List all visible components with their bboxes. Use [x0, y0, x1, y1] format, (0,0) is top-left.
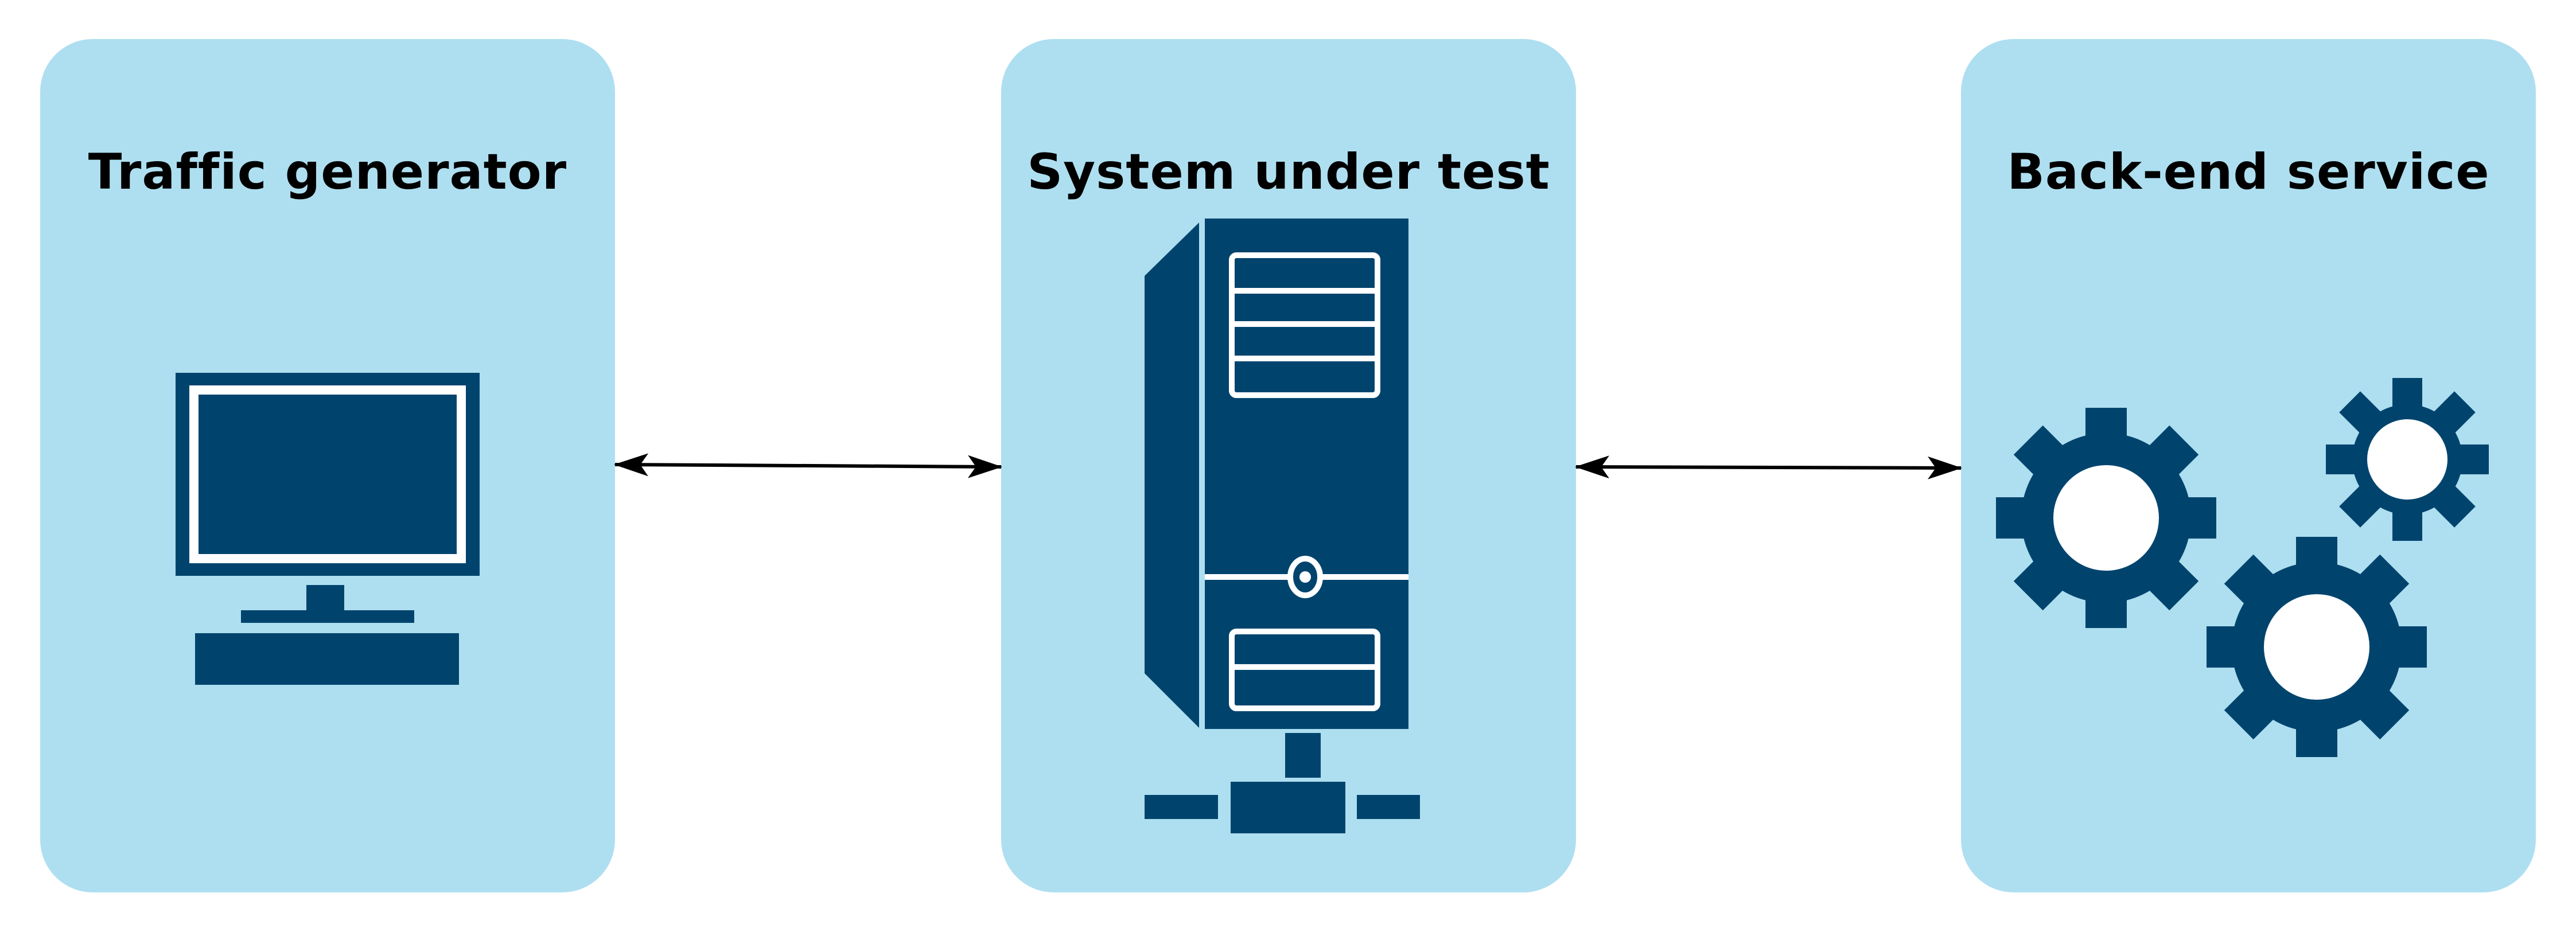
- desktop-computer-icon: [176, 373, 480, 685]
- gears-icon: [1996, 378, 2489, 757]
- connector-system-under-test-to-back-end-service: [1575, 455, 1962, 479]
- system-under-test-panel: System under test: [1001, 39, 1576, 892]
- large-gear-right: [2207, 537, 2427, 757]
- panel-title-system-under-test: System under test: [1027, 143, 1550, 201]
- large-gear-left: [1996, 408, 2216, 628]
- back-end-service-panel: Back-end service: [1961, 39, 2536, 892]
- panel-title-back-end-service: Back-end service: [2007, 143, 2490, 201]
- connector-traffic-generator-to-system-under-test: [614, 453, 1002, 478]
- small-gear-top: [2326, 378, 2489, 541]
- traffic-generator-panel: Traffic generator: [40, 39, 615, 892]
- server-tower-icon: [1145, 219, 1420, 833]
- panel-title-traffic-generator: Traffic generator: [88, 143, 567, 201]
